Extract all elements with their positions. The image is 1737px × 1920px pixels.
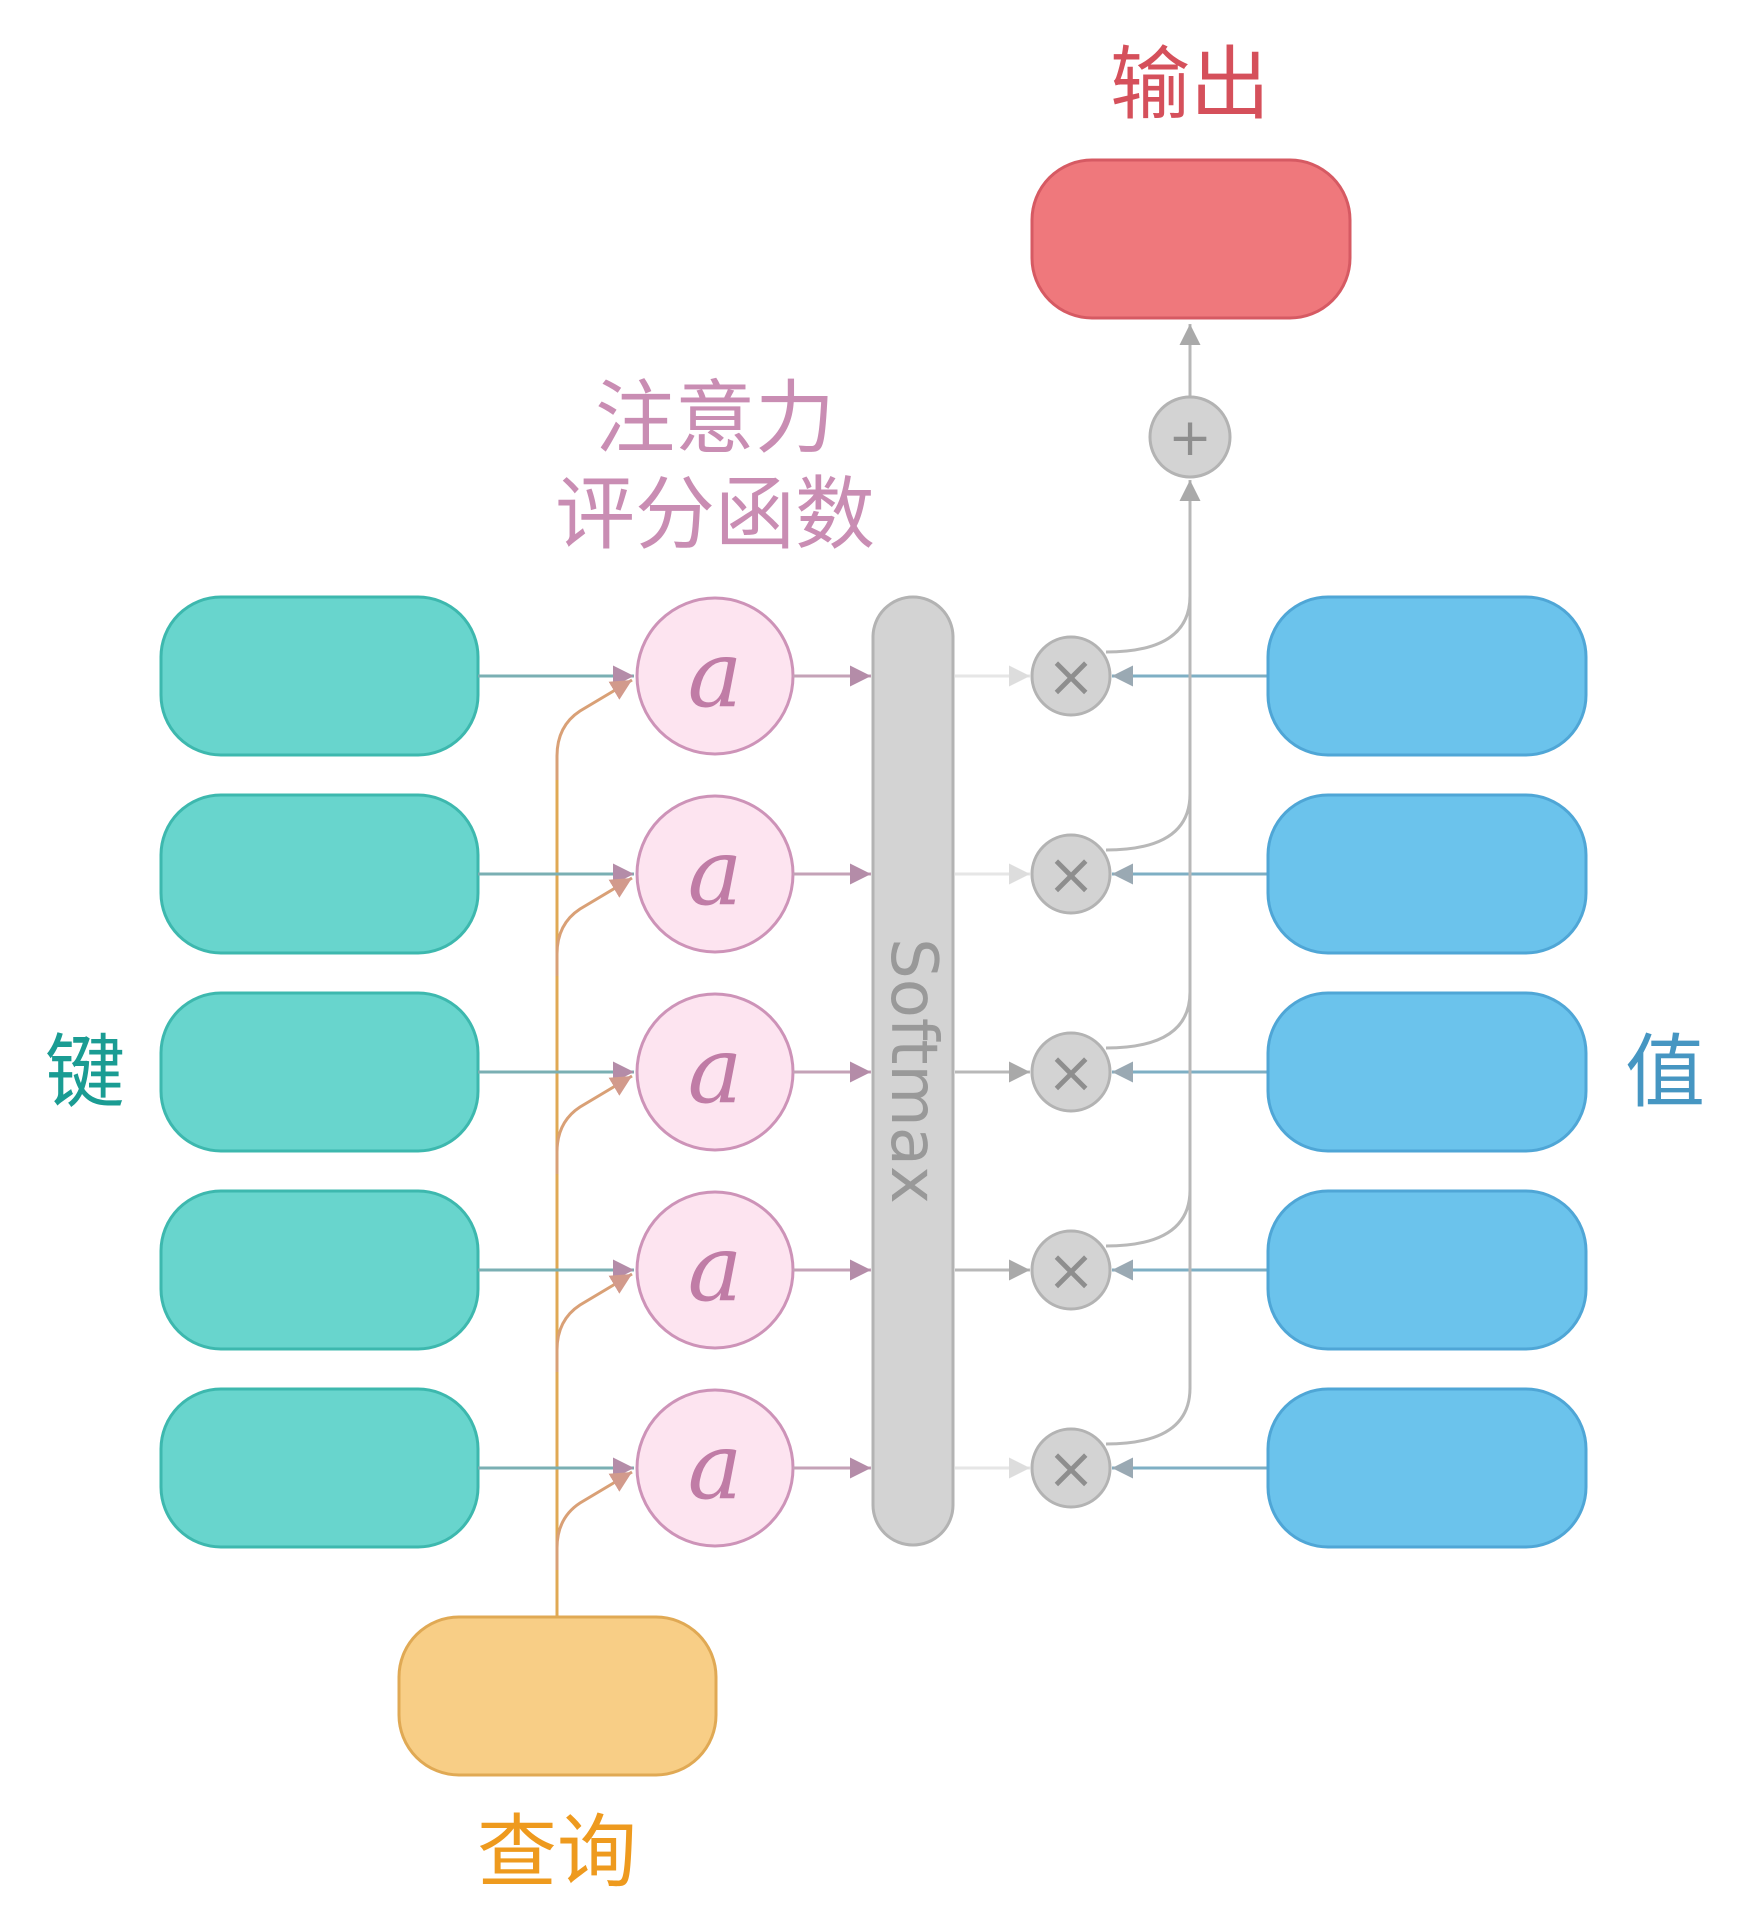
- multiply-symbol: ×: [1047, 642, 1096, 710]
- score-symbol: a: [688, 1413, 743, 1520]
- query-branch-arrow: [555, 1470, 633, 1570]
- sum-symbol: +: [1168, 408, 1212, 468]
- multiply-to-sum-curve: [1105, 991, 1192, 1050]
- score-symbol: a: [688, 1017, 743, 1124]
- keys-label: 键: [45, 1026, 125, 1119]
- key-box: [159, 1387, 480, 1549]
- key-box: [159, 793, 480, 955]
- multiply-node: [1030, 1229, 1112, 1311]
- key-box: [159, 595, 480, 757]
- value-box: [1266, 1189, 1588, 1351]
- multiply-symbol: ×: [1047, 1236, 1096, 1304]
- sum-node: [1148, 395, 1232, 479]
- values-label: 值: [1625, 1026, 1705, 1119]
- multiply-to-sum-curve: [1105, 793, 1192, 852]
- rows-layer: a × a × a × a × a ×: [159, 480, 1588, 1617]
- output-label: 输出: [1110, 38, 1270, 131]
- multiply-symbol: ×: [1047, 1038, 1096, 1106]
- score-symbol: a: [688, 621, 743, 728]
- multiply-symbol: ×: [1047, 840, 1096, 908]
- value-box: [1266, 595, 1588, 757]
- multiply-to-sum-curve: [1105, 1387, 1192, 1446]
- multiply-to-sum-curve: [1105, 1189, 1192, 1248]
- score-symbol: a: [688, 1215, 743, 1322]
- query-box: [397, 1615, 718, 1777]
- value-box: [1266, 793, 1588, 955]
- multiply-node: [1030, 833, 1112, 915]
- multiply-node: [1030, 1427, 1112, 1509]
- query-branch-arrow: [555, 1074, 633, 1174]
- score-symbol: a: [688, 819, 743, 926]
- value-box: [1266, 1387, 1588, 1549]
- query-branch-arrow: [555, 876, 633, 976]
- value-box: [1266, 991, 1588, 1153]
- attention-label-line1: 注意力: [595, 372, 835, 465]
- multiply-node: [1030, 1031, 1112, 1113]
- output-box: [1030, 158, 1352, 320]
- key-box: [159, 1189, 480, 1351]
- softmax-label: Softmax: [876, 938, 950, 1204]
- multiply-symbol: ×: [1047, 1434, 1096, 1502]
- key-box: [159, 991, 480, 1153]
- attention-label-line2: 评分函数: [555, 468, 875, 561]
- query-branch-arrow: [555, 678, 633, 780]
- multiply-node: [1030, 635, 1112, 717]
- softmax-bar: [871, 595, 955, 1547]
- query-label: 查询: [477, 1806, 637, 1899]
- multiply-to-sum-curve: [1105, 595, 1192, 654]
- query-branch-arrow: [555, 1272, 633, 1372]
